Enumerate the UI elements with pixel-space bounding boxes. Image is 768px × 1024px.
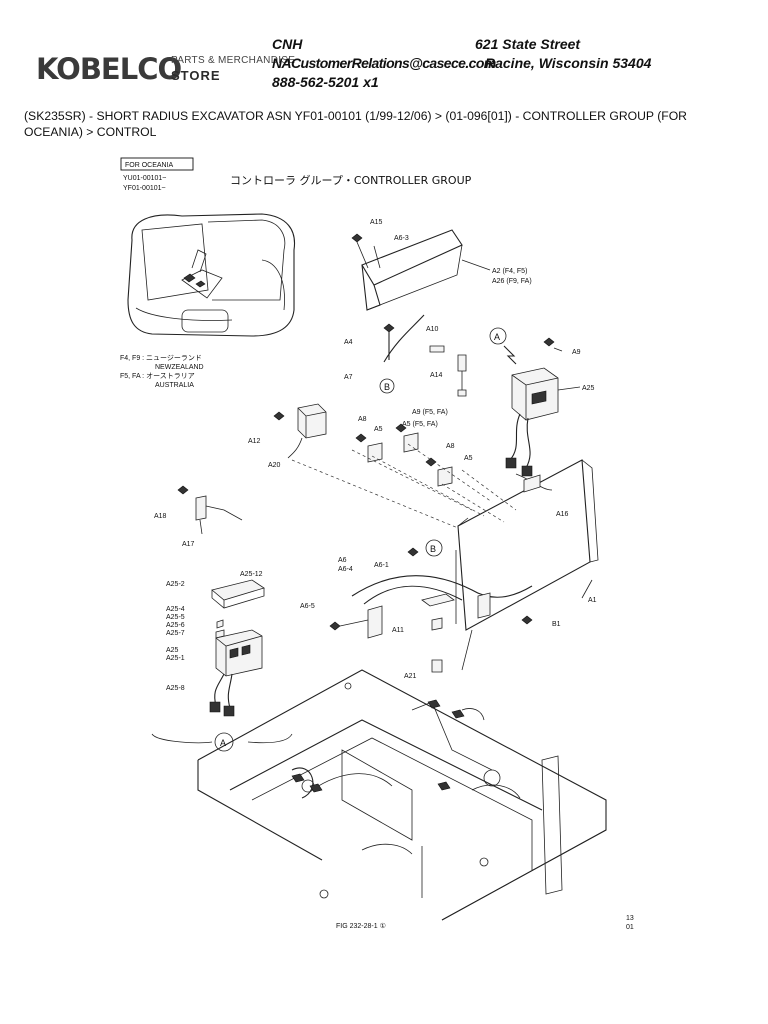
controller-plate-a2	[351, 229, 463, 311]
controller-a25	[505, 367, 559, 477]
callout-a25: A25	[582, 385, 595, 392]
ref-a-marker-detail	[214, 732, 234, 752]
callout-a14: A14	[430, 372, 443, 379]
diagram-title: コントローラ グループ・CONTROLLER GROUP	[230, 173, 472, 187]
bolt-cable-assembly	[383, 314, 467, 397]
relay-a20	[273, 403, 327, 459]
callout-a16: A16	[556, 511, 569, 518]
serial-range-1: YU01-00101~	[123, 175, 166, 182]
callout-a6-5: A6-5	[300, 603, 315, 610]
for-oceania-box	[120, 157, 194, 171]
logo-store-label: STORE	[171, 68, 221, 83]
connector-a17	[177, 485, 243, 535]
callout-a15: A15	[370, 219, 383, 226]
callout-a6: A6	[338, 557, 347, 564]
page-number-bottom: 01	[626, 924, 634, 931]
callout-a25-1: A25-1	[166, 655, 185, 662]
callout-ref-a: A	[494, 332, 500, 342]
legend-nz-en: NEWZEALAND	[155, 364, 204, 371]
callout-a4: A4	[344, 339, 353, 346]
callout-a7: A7	[344, 374, 353, 381]
callout-a21: A21	[404, 673, 417, 680]
callout-a10: A10	[426, 326, 439, 333]
base-frame	[197, 669, 607, 921]
callout-a6-3: A6-3	[394, 235, 409, 242]
callout-a25-8: A25-8	[166, 685, 185, 692]
legend-nz-jp: F4, F9 : ニュージーランド	[120, 354, 202, 362]
callout-ref-a: A	[220, 738, 226, 748]
callout-a1: A1	[588, 597, 597, 604]
callout-a12: A12	[248, 438, 261, 445]
address-street: 621 State Street	[475, 36, 581, 52]
relays-a5-a8	[355, 423, 453, 487]
callout-a11: A11	[392, 627, 404, 634]
ref-a-marker-top	[489, 327, 507, 345]
callout-a26: A26 (F9, FA)	[492, 278, 532, 285]
kobelco-logo[interactable]: KOBELCO	[36, 52, 182, 86]
callout-a6-1: A6-1	[374, 562, 389, 569]
machine-overview-illustration	[127, 213, 296, 337]
detail-a-controller-exploded	[151, 579, 293, 744]
callout-a18: A18	[154, 513, 167, 520]
callout-a20: A20	[268, 462, 281, 469]
for-oceania-label: FOR OCEANIA	[125, 162, 174, 169]
company-name: CNH	[272, 36, 303, 52]
page-number-top: 13	[626, 915, 634, 922]
callout-a25-4: A25-4	[166, 606, 185, 613]
callout-a9-mid: A9 (F5, FA)	[412, 409, 448, 416]
callout-a25-b: A25	[166, 647, 179, 654]
callout-a5-mid: A5 (F5, FA)	[402, 421, 438, 428]
callout-a25-12: A25-12	[240, 571, 263, 578]
fig-number: FIG 232-28-1 ①	[336, 922, 386, 930]
callout-ref-b: B	[430, 544, 436, 554]
callout-a25-5: A25-5	[166, 614, 185, 621]
contact-phone: 888-562-5201 x1	[272, 74, 379, 90]
breadcrumb: (SK235SR) - SHORT RADIUS EXCAVATOR ASN Y…	[24, 109, 687, 139]
ref-b-marker-harness	[425, 539, 443, 557]
contact-email[interactable]: NACustomerRelations@casece.com	[272, 55, 496, 71]
callout-a8-1: A8	[358, 416, 367, 423]
callout-a17: A17	[182, 541, 195, 548]
callout-a9-top: A9	[572, 349, 581, 356]
callout-b1: B1	[552, 621, 561, 628]
callout-a2: A2 (F4, F5)	[492, 268, 527, 275]
serial-range-2: YF01-00101~	[123, 185, 166, 192]
callout-a25-7: A25-7	[166, 630, 185, 637]
logo-subtitle: PARTS & MERCHANDISE	[171, 55, 296, 66]
legend-au-jp: F5, FA : オーストラリア	[120, 372, 195, 380]
callout-ref-b: B	[384, 382, 390, 392]
address-city: Racine, Wisconsin 53404	[485, 55, 652, 71]
callout-a25-6: A25-6	[166, 622, 185, 629]
callout-a5-1: A5	[374, 426, 383, 433]
parts-diagram: FOR OCEANIA YU01-00101~ YF01-00101~ コントロ…	[120, 157, 634, 931]
harness-a6	[329, 547, 533, 671]
legend-au-en: AUSTRALIA	[155, 382, 194, 389]
callout-a8-2: A8	[446, 443, 455, 450]
callout-a5-2: A5	[464, 455, 473, 462]
ref-b-marker-top	[379, 378, 395, 394]
callout-a25-2: A25-2	[166, 581, 185, 588]
callout-a6-4: A6-4	[338, 566, 353, 573]
bracket-panel-a1	[291, 443, 599, 631]
